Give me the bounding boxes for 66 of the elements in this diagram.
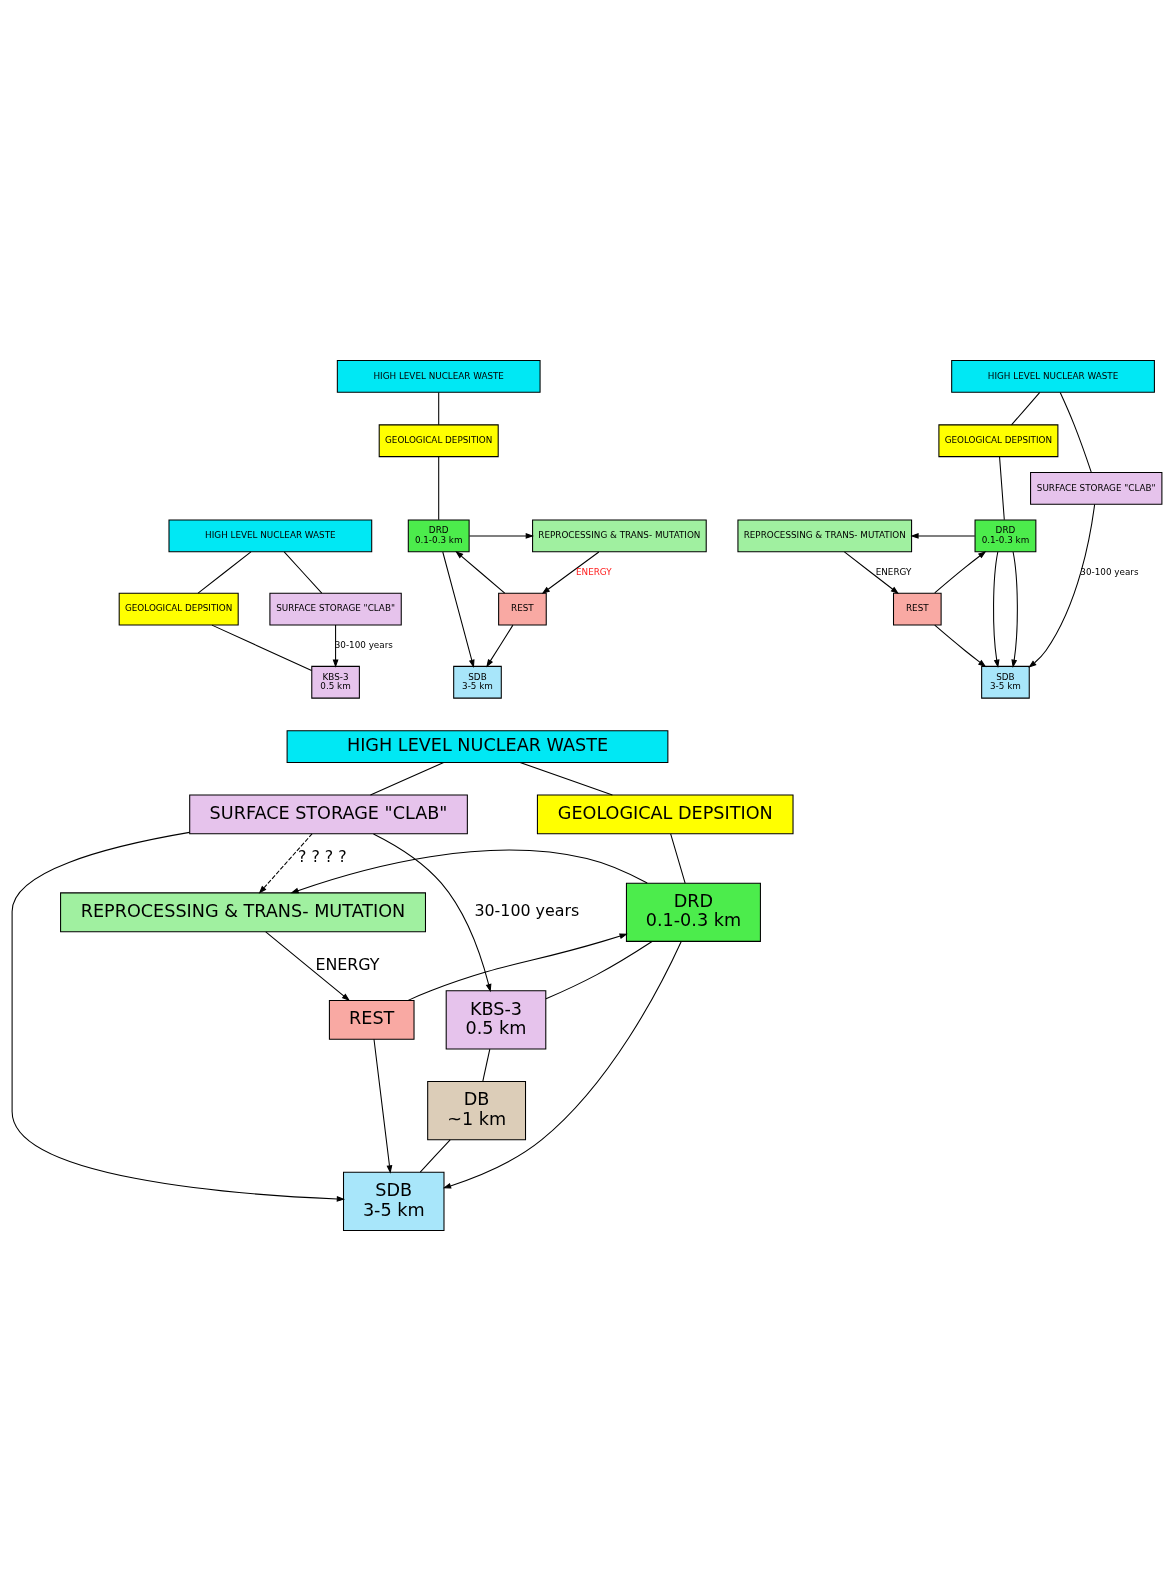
connector [283, 551, 323, 594]
node-box: REPROCESSING & TRANS- MUTATION [737, 519, 913, 553]
connector [670, 833, 686, 884]
connector [419, 1139, 451, 1173]
node-box: HIGH LEVEL NUCLEAR WASTE [168, 519, 373, 553]
node-box: HIGH LEVEL NUCLEAR WASTE [336, 360, 541, 393]
node-box: SURFACE STORAGE "CLAB" [269, 592, 402, 626]
connector [545, 940, 653, 1000]
arrow [468, 533, 534, 539]
connector [369, 761, 445, 796]
node-box: REST [328, 999, 415, 1040]
arrow [332, 624, 339, 668]
arrow [1028, 503, 1096, 668]
node-box: REPROCESSING & TRANS- MUTATION [60, 892, 426, 933]
arrow [934, 624, 987, 668]
node-box: SURFACE STORAGE "CLAB" [189, 794, 468, 835]
arrow [290, 849, 648, 894]
edge-label: ? ? ? ? [297, 847, 347, 867]
arrow [486, 624, 514, 668]
node-box: DRD 0.1-0.3 km [625, 882, 761, 942]
edge-label: ENERGY [576, 566, 612, 577]
connector [211, 624, 313, 671]
connector [1010, 391, 1041, 426]
node-box: GEOLOGICAL DEPSITION [938, 424, 1059, 458]
edge-label: 30-100 years [474, 901, 580, 921]
node-box: DB ~1 km [427, 1081, 527, 1141]
node-box: SURFACE STORAGE "CLAB" [1030, 471, 1163, 505]
node-box: KBS-3 0.5 km [311, 665, 360, 699]
arrow [407, 933, 628, 1001]
node-box: SDB 3-5 km [343, 1171, 445, 1231]
node-box: REST [498, 592, 547, 626]
node-box: KBS-3 0.5 km [445, 990, 547, 1050]
edge-label: ENERGY [315, 954, 380, 974]
node-box: HIGH LEVEL NUCLEAR WASTE [951, 360, 1155, 393]
arrow [442, 551, 475, 668]
node-box: DRD 0.1-0.3 km [407, 519, 470, 553]
connector [482, 1048, 491, 1082]
arrow [1011, 551, 1018, 668]
node-box: GEOLOGICAL DEPSITION [118, 592, 239, 626]
node-box: DRD 0.1-0.3 km [974, 519, 1037, 553]
connector [438, 391, 440, 426]
arrow [372, 833, 492, 993]
arrow [265, 931, 351, 1002]
arrow [843, 551, 899, 595]
node-box: GEOLOGICAL DEPSITION [536, 794, 794, 835]
connector [999, 456, 1005, 521]
arrow [541, 551, 600, 595]
arrow [455, 550, 506, 594]
connector [519, 761, 613, 796]
node-box: SDB 3-5 km [453, 665, 502, 699]
node-box: SDB 3-5 km [981, 665, 1030, 699]
arrow [373, 1038, 393, 1174]
connector [197, 551, 252, 594]
node-box: REPROCESSING & TRANS- MUTATION [532, 519, 707, 553]
node-box: GEOLOGICAL DEPSITION [378, 424, 499, 458]
node-box: HIGH LEVEL NUCLEAR WASTE [286, 730, 669, 763]
edge-label: ENERGY [875, 566, 912, 577]
connector [1059, 392, 1092, 473]
arrow [910, 533, 976, 539]
node-box: REST [893, 592, 942, 626]
connector [438, 456, 440, 521]
edge-label: 30-100 years [1080, 566, 1139, 577]
arrow [11, 831, 346, 1202]
arrow [258, 833, 313, 894]
arrow [934, 551, 987, 594]
arrow [993, 551, 1000, 668]
